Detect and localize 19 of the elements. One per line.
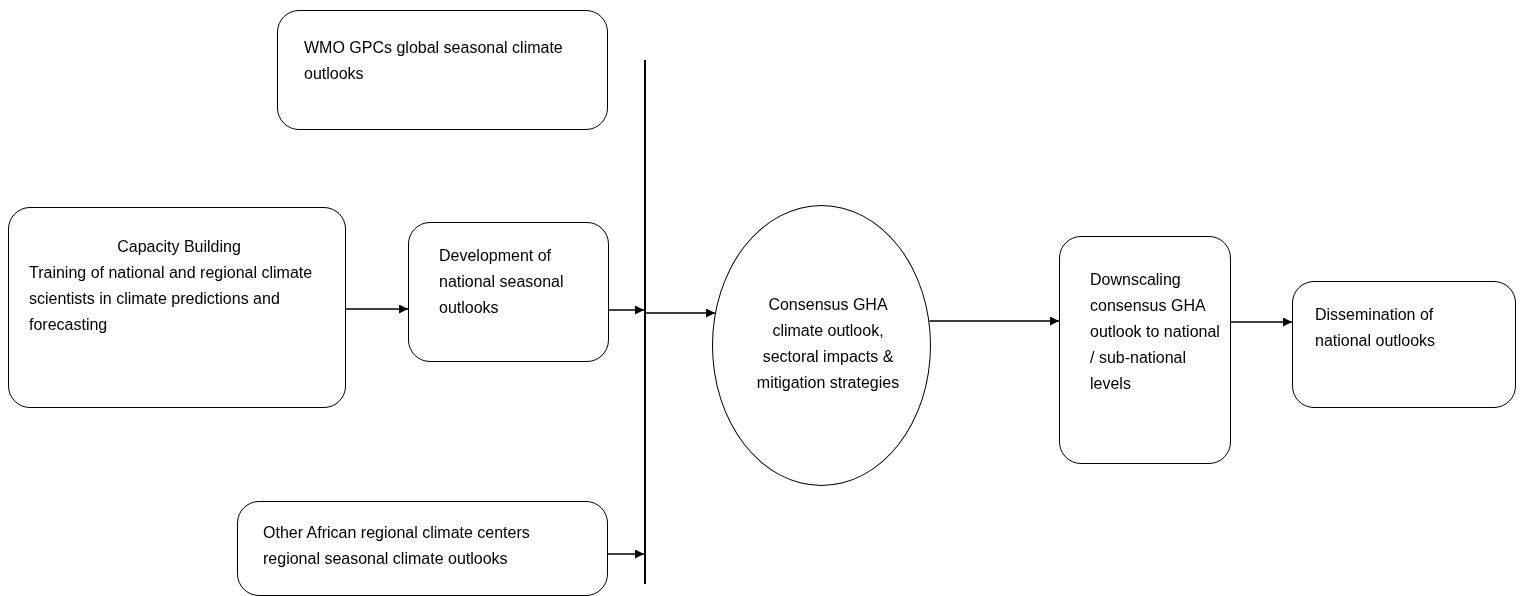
box-text: Development of national seasonal outlooks (439, 246, 565, 318)
arrow (1230, 317, 1293, 327)
arrow (345, 304, 409, 314)
box-text: Downscaling consensus GHA outlook to national / sub-national levels (1090, 270, 1220, 394)
process-box (8, 207, 346, 408)
arrow (645, 308, 716, 318)
box-text: Training of national and regional climate scientists in climate predictions and forecasting (29, 263, 314, 335)
box-text: Consensus GHA climate outlook, sectoral impacts & mitigation strategies (755, 295, 901, 393)
process-box (408, 222, 609, 362)
arrow (608, 305, 645, 315)
box-text: WMO GPCs global seasonal climate outlooks (304, 38, 564, 84)
process-box (277, 10, 608, 130)
box-text: Other African regional climate centers regional seasonal climate outlooks (263, 523, 531, 569)
box-text: Dissemination of national outlooks (1315, 305, 1437, 351)
arrow (607, 549, 645, 559)
process-box (237, 501, 608, 596)
process-box (1292, 281, 1516, 408)
box-heading: Capacity Building (116, 237, 242, 257)
process-box (1059, 236, 1231, 464)
